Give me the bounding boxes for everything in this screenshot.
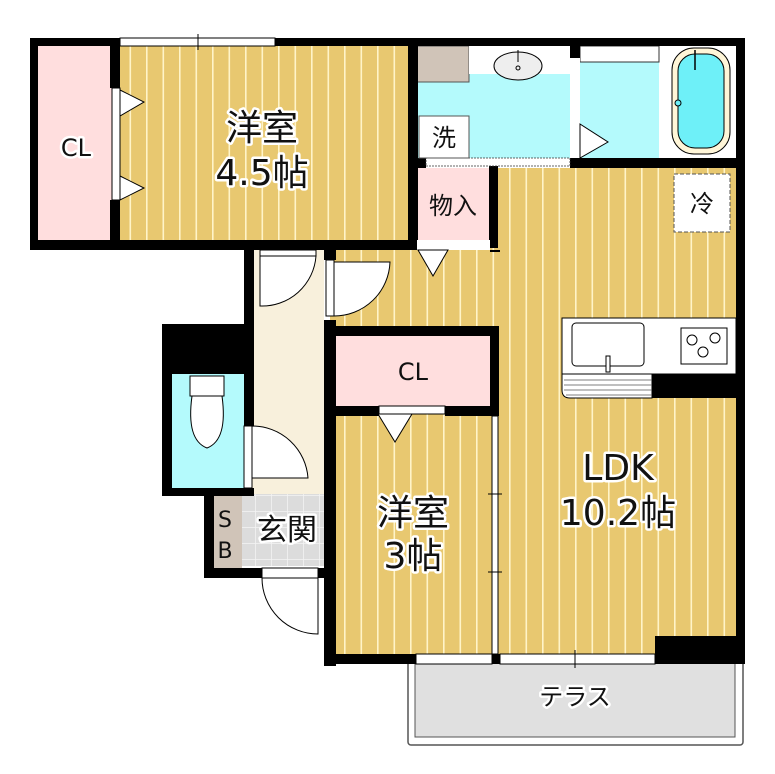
entrance-label: 玄関 <box>257 513 317 548</box>
shoe-box-label-b: B <box>217 539 232 564</box>
western-room-2-name: 洋室 <box>377 493 449 534</box>
closet-1-floor <box>38 46 112 241</box>
closet-2-label: CL <box>398 358 429 386</box>
terrace: テラス <box>407 654 744 746</box>
shoe-box-floor <box>212 496 242 568</box>
storage-door[interactable] <box>417 240 490 278</box>
storage-label: 物入 <box>429 192 477 220</box>
closet-2-door[interactable] <box>377 405 446 443</box>
fridge-space <box>673 173 731 233</box>
western-room-1-name: 洋室 <box>226 108 298 149</box>
bathroom-top-strip <box>579 45 660 63</box>
western-room-1-floor <box>118 46 408 241</box>
stove-burner-icon <box>697 346 709 358</box>
wash-basin-icon <box>493 50 543 81</box>
terrace-label: テラス <box>539 683 611 711</box>
windows <box>119 34 656 668</box>
ldk-name: LDK <box>582 448 655 489</box>
kitchen-counter <box>561 317 737 399</box>
storage-floor <box>417 168 490 240</box>
entrance-floor <box>242 494 324 566</box>
shoe-box-label-s: S <box>218 508 232 533</box>
washroom-door[interactable] <box>425 157 571 167</box>
bathtub-icon <box>671 47 731 155</box>
walls <box>30 38 745 666</box>
western-room-2-floor <box>336 414 492 654</box>
washroom-label: 洗 <box>432 124 456 152</box>
closet-1-label: CL <box>61 134 92 162</box>
closet-1-doors[interactable] <box>111 87 146 201</box>
stove-burner-icon <box>709 332 721 344</box>
stove-burner-icon <box>686 334 698 346</box>
toilet-icon <box>189 375 225 449</box>
western-room-1-size: 4.5帖 <box>215 153 308 194</box>
ldk-size: 10.2帖 <box>560 493 676 534</box>
entrance-door[interactable] <box>261 567 319 635</box>
ldk-floor <box>490 168 736 656</box>
fridge-label: 冷 <box>690 190 714 218</box>
closet-2-floor <box>336 334 490 406</box>
bathroom-door[interactable] <box>570 58 609 159</box>
western-room-2-size: 3帖 <box>384 536 443 577</box>
washroom-shelf <box>416 45 470 83</box>
hall-doors[interactable] <box>243 249 391 489</box>
